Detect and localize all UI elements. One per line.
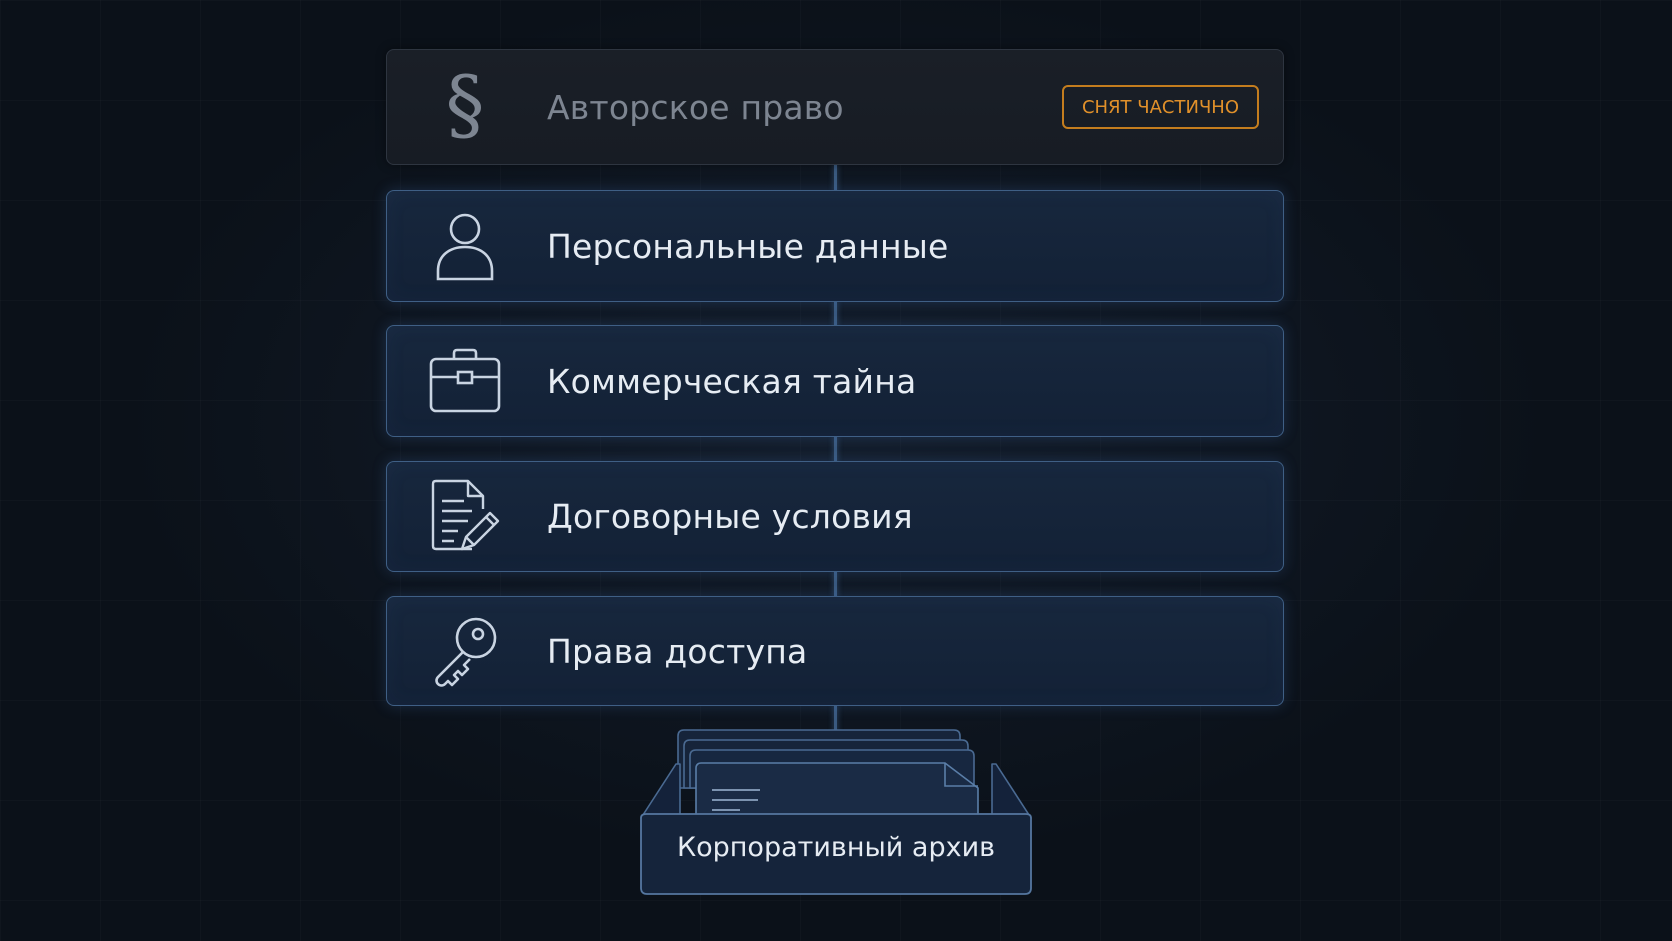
archive-box-icon (640, 729, 1032, 895)
layer-label: Права доступа (547, 631, 808, 671)
section-sign-icon: § (425, 67, 505, 147)
svg-text:§: § (446, 67, 485, 147)
key-icon (425, 611, 505, 691)
layer-label: Авторское право (547, 87, 844, 127)
layer-access-rights: Права доступа (386, 596, 1284, 706)
layer-label: Договорные условия (547, 497, 913, 536)
layer-trade-secret: Коммерческая тайна (386, 325, 1284, 437)
layer-copyright: § Авторское право СНЯТ ЧАСТИЧНО (386, 49, 1284, 165)
layer-personal-data: Персональные данные (386, 190, 1284, 302)
status-badge: СНЯТ ЧАСТИЧНО (1061, 85, 1259, 129)
document-pen-icon (425, 477, 505, 557)
connector-line (834, 301, 837, 327)
layer-label: Коммерческая тайна (547, 361, 917, 401)
layer-contract-terms: Договорные условия (386, 461, 1284, 572)
archive-box: Корпоративный архив (640, 728, 1032, 896)
person-icon (425, 206, 505, 286)
connector-line (834, 436, 837, 463)
layer-label: Персональные данные (547, 226, 949, 266)
connector-line (834, 705, 837, 735)
briefcase-icon (425, 341, 505, 421)
archive-label: Корпоративный архив (676, 832, 996, 863)
connector-line (834, 571, 837, 597)
connector-line (834, 164, 837, 192)
